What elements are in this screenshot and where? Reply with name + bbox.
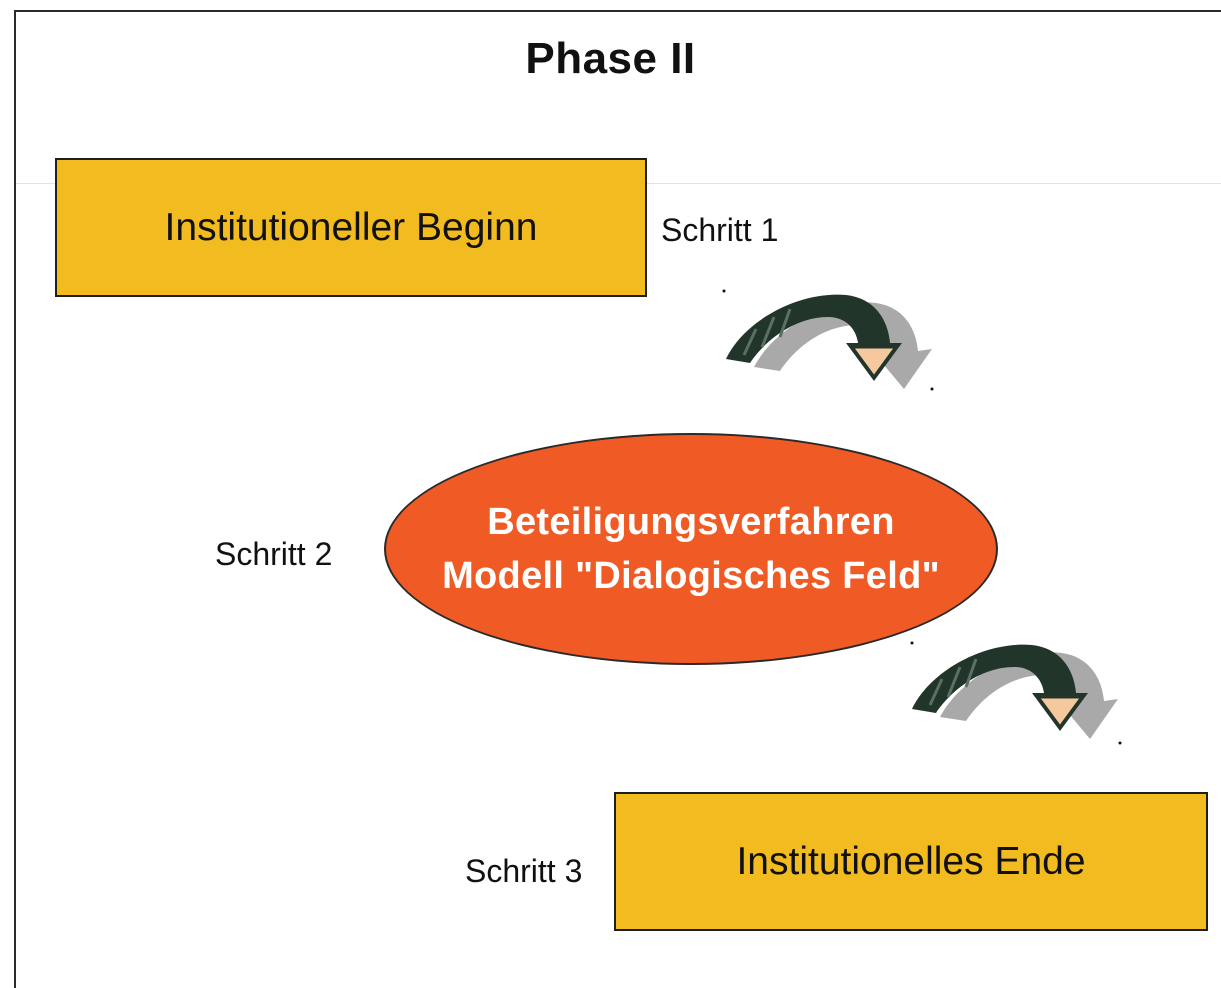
step-3-label: Schritt 3 (465, 853, 583, 889)
step-1-box: Institutioneller Beginn (55, 158, 647, 297)
step-2-ellipse: Beteiligungsverfahren Modell "Dialogisch… (384, 433, 998, 665)
step-2-text-line-2: Modell "Dialogisches Feld" (442, 555, 940, 597)
step-2-text-line-1: Beteiligungsverfahren (487, 501, 895, 543)
diagram-title: Phase II (525, 34, 696, 83)
step-1-label: Schritt 1 (661, 212, 779, 248)
step-2-label: Schritt 2 (215, 536, 333, 572)
curved-arrow-icon (910, 641, 1122, 745)
step-3-box: Institutionelles Ende (614, 792, 1208, 931)
curved-arrow-icon (722, 289, 934, 391)
